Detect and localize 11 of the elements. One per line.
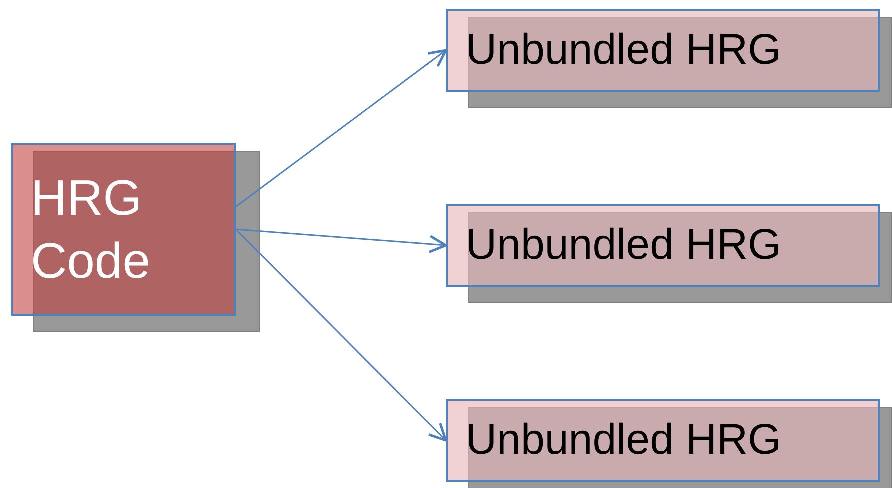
process-box [11,143,236,316]
process-box [446,9,880,92]
process-box [446,399,880,482]
node-label: HRG Code [31,169,152,290]
arrow [236,49,448,208]
node-label: Unbundled HRG [466,419,782,462]
arrow [236,228,448,254]
node-label: Unbundled HRG [466,224,782,267]
node-label: Unbundled HRG [466,29,782,72]
process-box [446,204,880,287]
arrow [235,228,448,442]
